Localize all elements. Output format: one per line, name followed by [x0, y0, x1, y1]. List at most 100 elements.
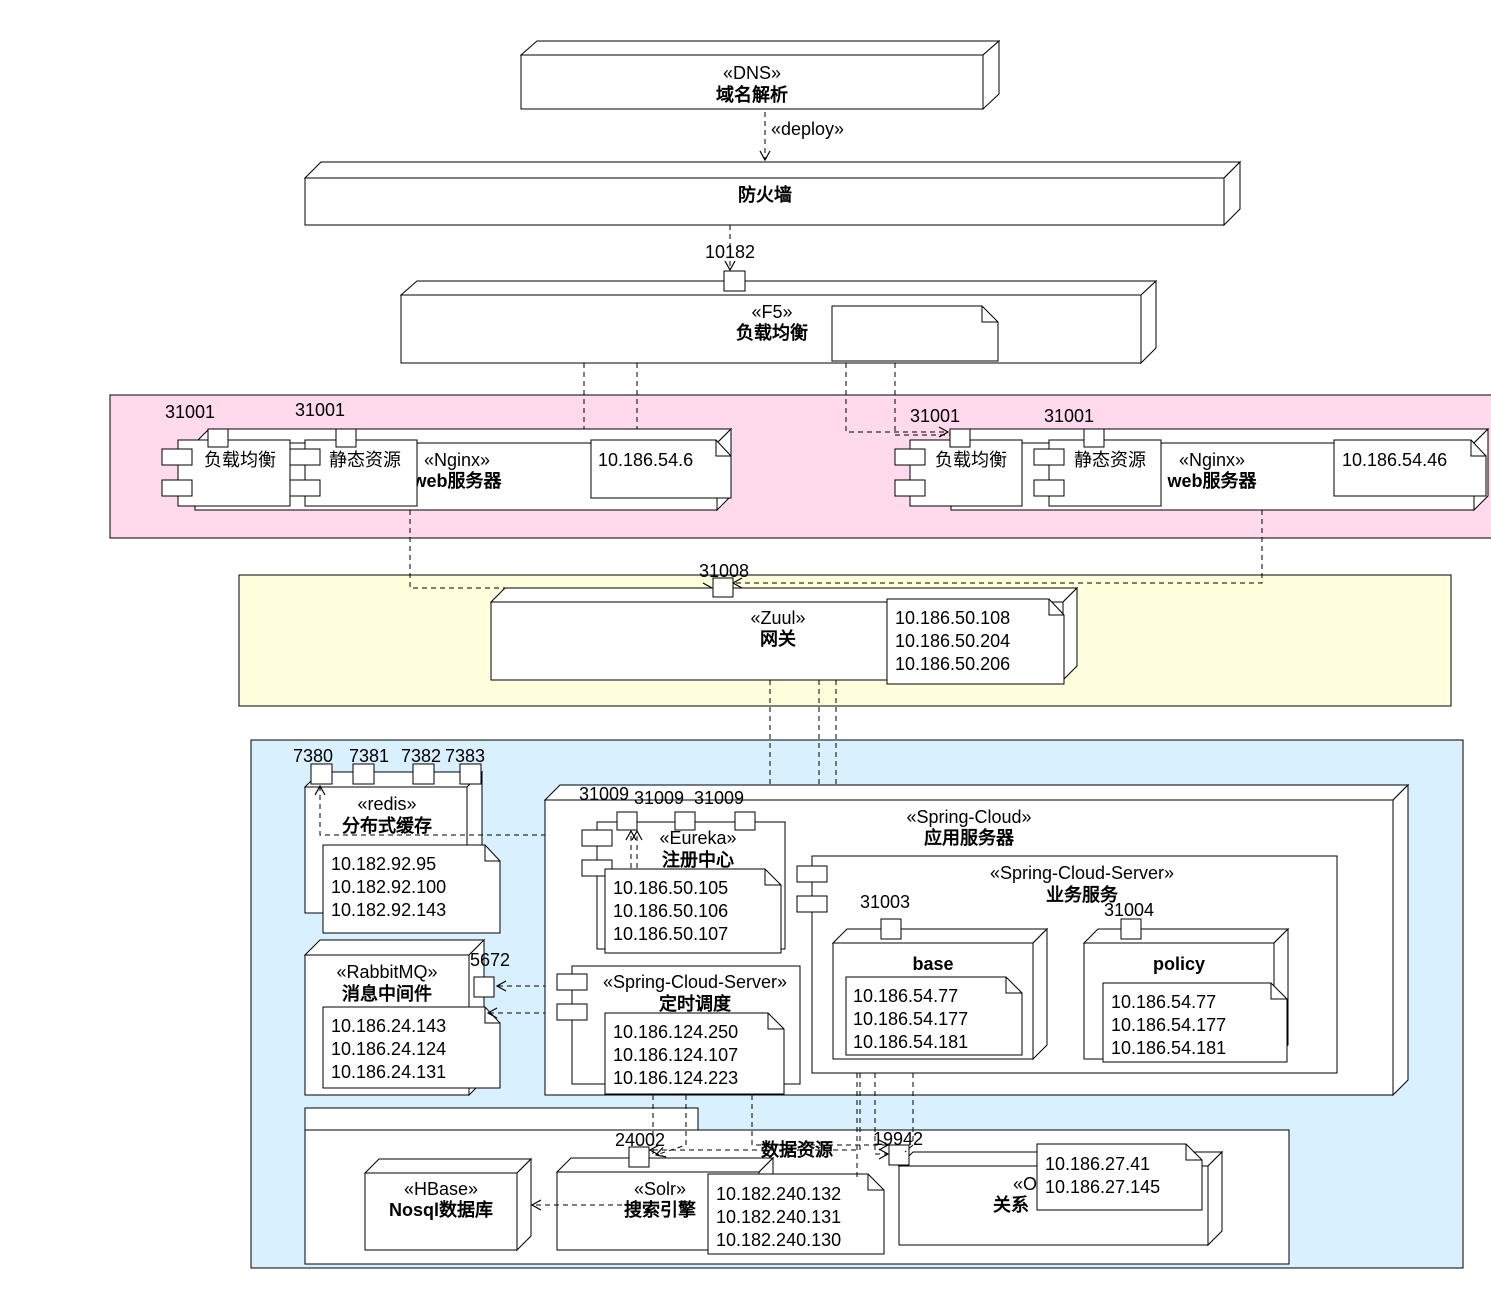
f5-note — [831, 305, 999, 362]
hbase-node: «HBase» Nosql数据库 — [363, 1157, 533, 1252]
spring-cloud-name: 应用服务器 — [924, 827, 1015, 848]
scheduler-ip-1: 10.186.124.250 — [613, 1022, 738, 1042]
svg-text:Nosql数据库: Nosql数据库 — [389, 1199, 493, 1220]
f5-name: 负载均衡 — [736, 322, 808, 343]
rabbitmq-ip-3: 10.186.24.131 — [331, 1062, 446, 1082]
policy-ip-2: 10.186.54.177 — [1111, 1015, 1226, 1035]
redis-port-3-label: 7382 — [401, 746, 441, 766]
firewall-node: 防火墙 — [303, 160, 1242, 227]
oracle-stereotype-partial: «O — [1013, 1174, 1037, 1194]
svg-text:web服务器: web服务器 — [411, 470, 502, 491]
rabbitmq-port-label: 5672 — [470, 950, 510, 970]
nginx-right-stereotype: «Nginx» — [1179, 450, 1245, 470]
zuul-port — [712, 577, 734, 598]
oracle-name-partial: 关系 — [993, 1194, 1029, 1215]
nginx-left-stereotype: «Nginx» — [424, 450, 490, 470]
policy-ip-1: 10.186.54.77 — [1111, 992, 1216, 1012]
solr-ip-3: 10.182.240.130 — [716, 1230, 841, 1250]
redis-ip-note — [322, 844, 501, 934]
hbase-name-bold: Nosql — [389, 1200, 439, 1220]
nginx-left-lb-label: 负载均衡 — [204, 450, 276, 470]
dns-name: 域名解析 — [716, 84, 788, 105]
policy-port-label: 31004 — [1104, 900, 1154, 920]
scheduler-ip-2: 10.186.124.107 — [613, 1045, 738, 1065]
rabbitmq-ip-1: 10.186.24.143 — [331, 1016, 446, 1036]
eureka-component: «Eureka» 注册中心 10.186.50.105 10.186.50.10… — [581, 821, 786, 954]
zuul-ip-3: 10.186.50.206 — [895, 654, 1010, 674]
oracle-ip-2: 10.186.27.145 — [1045, 1177, 1160, 1197]
nginx-right-port-2 — [1083, 428, 1105, 448]
zuul-stereotype: «Zuul» — [750, 608, 805, 628]
nginx-left-port-1-label: 31001 — [165, 402, 215, 422]
redis-port-2 — [352, 763, 375, 785]
nginx-left-ip: 10.186.54.6 — [598, 450, 693, 470]
solr-stereotype: «Solr» — [634, 1179, 686, 1199]
nginx-left-lb-component: 负载均衡 — [161, 439, 291, 507]
f5-node: «F5» 负载均衡 — [399, 279, 1158, 365]
redis-port-1-label: 7380 — [293, 746, 333, 766]
rabbitmq-ip-note — [322, 1006, 501, 1089]
eureka-ip-1: 10.186.50.105 — [613, 878, 728, 898]
nginx-right-name-bold: web — [1166, 471, 1202, 491]
policy-name: policy — [1153, 954, 1205, 974]
solr-port-label: 24002 — [615, 1130, 665, 1150]
zuul-node: «Zuul» 网关 10.186.50.108 10.186.50.204 10… — [489, 586, 1079, 685]
spring-cloud-stereotype: «Spring-Cloud» — [906, 807, 1031, 827]
redis-port-3 — [412, 763, 435, 785]
scheduler-stereotype: «Spring-Cloud-Server» — [603, 972, 787, 992]
base-ip-note — [845, 976, 1023, 1056]
nginx-left-port-2-label: 31001 — [295, 400, 345, 420]
scheduler-name: 定时调度 — [659, 993, 732, 1014]
oracle-ip-note — [1036, 1143, 1203, 1211]
nginx-right-static-label: 静态资源 — [1074, 450, 1146, 470]
eureka-port-2 — [674, 811, 696, 831]
nginx-left-name-rest: 服务器 — [448, 470, 503, 491]
solr-ip-1: 10.182.240.132 — [716, 1184, 841, 1204]
eureka-ip-2: 10.186.50.106 — [613, 901, 728, 921]
eureka-ip-note — [604, 868, 782, 954]
zuul-name: 网关 — [760, 628, 796, 649]
nginx-right-ip: 10.186.54.46 — [1342, 450, 1447, 470]
dns-stereotype: «DNS» — [723, 63, 781, 83]
base-ip-3: 10.186.54.181 — [853, 1032, 968, 1052]
base-node: base 10.186.54.77 10.186.54.177 10.186.5… — [831, 927, 1049, 1061]
nginx-right-port-2-label: 31001 — [1044, 406, 1094, 426]
solr-name: 搜索引擎 — [624, 1199, 696, 1220]
base-port-label: 31003 — [860, 892, 910, 912]
hbase-name-rest: 数据库 — [439, 1199, 493, 1220]
base-ip-1: 10.186.54.77 — [853, 986, 958, 1006]
zuul-ip-note — [886, 598, 1065, 685]
redis-ip-1: 10.182.92.95 — [331, 854, 436, 874]
nginx-right-port-1-label: 31001 — [910, 406, 960, 426]
zuul-ip-2: 10.186.50.204 — [895, 631, 1010, 651]
eureka-port-3-label: 31009 — [694, 788, 744, 808]
firewall-name: 防火墙 — [738, 184, 792, 205]
redis-node: «redis» 分布式缓存 10.182.92.95 10.182.92.100… — [303, 770, 501, 934]
nginx-left-static-component: 静态资源 — [289, 439, 418, 507]
redis-ip-2: 10.182.92.100 — [331, 877, 446, 897]
nginx-left-ip-note — [590, 439, 732, 499]
scheduler-ip-3: 10.186.124.223 — [613, 1068, 738, 1088]
nginx-right-static-component: 静态资源 — [1033, 439, 1162, 507]
redis-port-4-label: 7383 — [445, 746, 485, 766]
business-stereotype: «Spring-Cloud-Server» — [990, 863, 1174, 883]
base-port — [880, 918, 902, 940]
redis-ip-3: 10.182.92.143 — [331, 900, 446, 920]
base-name: base — [912, 954, 953, 974]
rabbitmq-port — [473, 976, 495, 998]
policy-node: policy 10.186.54.77 10.186.54.177 10.186… — [1082, 927, 1290, 1063]
hbase-stereotype: «HBase» — [404, 1179, 478, 1199]
policy-ip-3: 10.186.54.181 — [1111, 1038, 1226, 1058]
zuul-ip-1: 10.186.50.108 — [895, 608, 1010, 628]
solr-ip-2: 10.182.240.131 — [716, 1207, 841, 1227]
nginx-right-name-rest: 服务器 — [1203, 470, 1258, 491]
redis-name: 分布式缓存 — [342, 815, 432, 836]
dns-node: «DNS» 域名解析 — [519, 39, 1001, 111]
nginx-right-lb-label: 负载均衡 — [935, 450, 1007, 470]
redis-port-2-label: 7381 — [349, 746, 389, 766]
rabbitmq-stereotype: «RabbitMQ» — [336, 962, 437, 982]
deploy-label: «deploy» — [771, 119, 844, 139]
nginx-left-static-label: 静态资源 — [329, 450, 401, 470]
nginx-right-node: «Nginx» web服务器 10.186.54.46 — [949, 427, 1490, 512]
